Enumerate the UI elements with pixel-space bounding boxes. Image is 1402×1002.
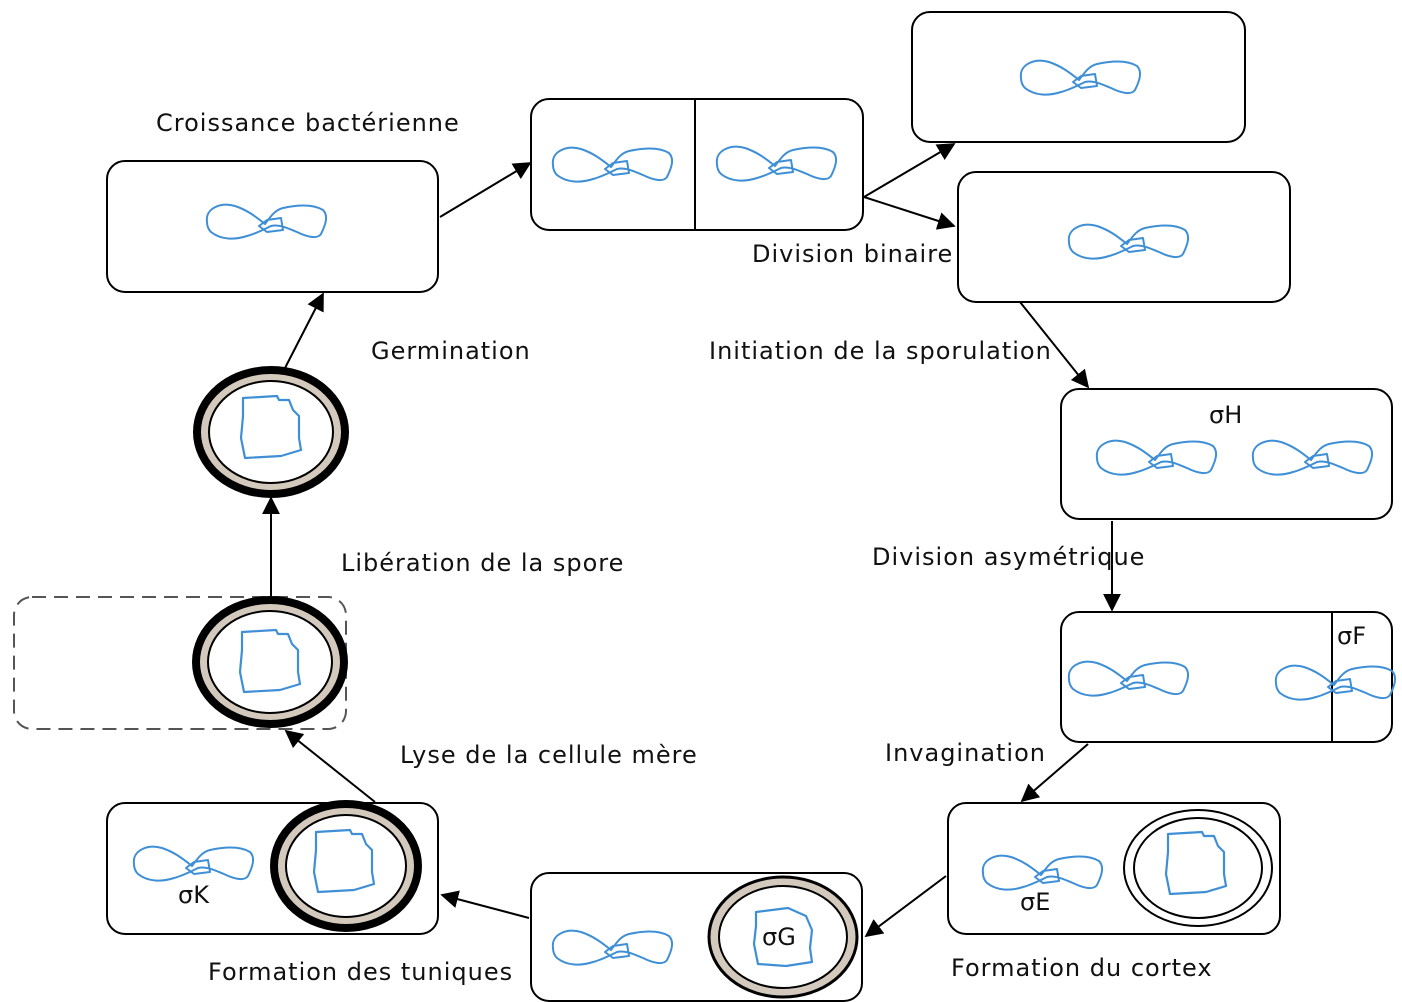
daughter-cell-bottom [957, 171, 1291, 303]
spore-thin-coat [707, 875, 859, 999]
lysed-mother-cell [13, 596, 347, 730]
label-asymmetric-division: Division asymétrique [872, 543, 1146, 571]
forespore-cortex [1123, 809, 1273, 927]
arrow-to-germination [284, 292, 324, 369]
sigma-e-label: σE [1020, 888, 1051, 916]
arrow-to-sporulation [1019, 301, 1090, 389]
spore-thick-coat [270, 800, 422, 932]
arrow-to-cortex-stage [864, 875, 947, 938]
arrow-growth-to-division [439, 162, 532, 218]
cell-sigma-h [1060, 388, 1393, 520]
label-coat-formation: Formation des tuniques [208, 958, 514, 986]
cell-dividing [530, 98, 864, 231]
label-binary-division: Division binaire [752, 240, 954, 268]
arrow-to-invagination [1020, 743, 1089, 803]
cell-asymmetric [1060, 611, 1393, 743]
sigma-g-label: σG [762, 923, 796, 951]
label-invagination: Invagination [885, 739, 1046, 767]
sigma-h-label: σH [1209, 401, 1243, 429]
sigma-f-label: σF [1337, 622, 1367, 650]
label-sporulation-init: Initiation de la sporulation [709, 337, 1052, 365]
label-germination: Germination [371, 337, 531, 365]
sigma-k-label: σK [178, 881, 209, 909]
label-growth: Croissance bactérienne [156, 109, 460, 137]
label-mother-cell-lysis: Lyse de la cellule mère [400, 741, 698, 769]
released-spore [192, 596, 348, 728]
germinating-spore [193, 366, 349, 498]
label-cortex-formation: Formation du cortex [951, 954, 1213, 982]
arrow-division-to-bottom [863, 196, 956, 230]
arrow-to-coat-stage [440, 890, 530, 919]
arrow-division-to-top [863, 143, 956, 198]
label-spore-release: Libération de la spore [341, 549, 625, 577]
arrow-to-lysis [284, 729, 376, 803]
